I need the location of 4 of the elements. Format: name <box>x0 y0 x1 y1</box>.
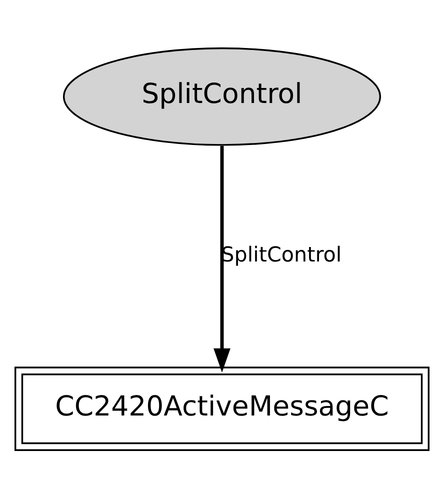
node-box: CC2420ActiveMessageC <box>14 366 430 451</box>
edge-label: SplitControl <box>221 242 342 267</box>
node-ellipse: SplitControl <box>62 47 382 146</box>
arrow <box>214 146 230 373</box>
